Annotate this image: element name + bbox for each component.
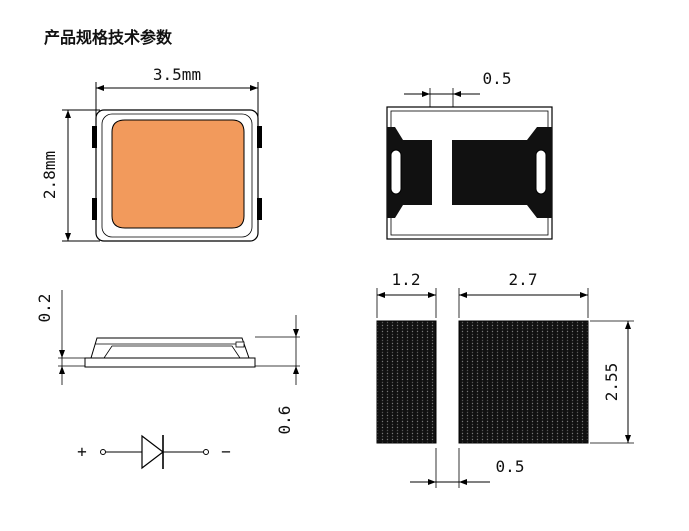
page-title: 产品规格技术参数 bbox=[44, 28, 173, 47]
bottom-gap-label: 0.5 bbox=[483, 69, 512, 88]
bottom-view: 0.5 bbox=[386, 69, 553, 240]
top-height-label: 2.8mm bbox=[40, 151, 59, 199]
pad-left-width-label: 1.2 bbox=[392, 270, 421, 289]
pad-layout: 1.2 2.7 2.55 0.5 bbox=[376, 270, 634, 488]
top-width-label: 3.5mm bbox=[153, 65, 201, 84]
plus-label: + bbox=[77, 442, 87, 461]
minus-label: − bbox=[221, 442, 231, 461]
side-bottom-label: 0.6 bbox=[275, 406, 294, 435]
pad-right bbox=[458, 320, 589, 444]
top-view: 3.5mm 2.8mm bbox=[40, 65, 262, 242]
pad-right-width-label: 2.7 bbox=[509, 270, 538, 289]
pad-left bbox=[376, 320, 437, 444]
pad-gap-label: 0.5 bbox=[496, 457, 525, 476]
side-view: 0.2 0.6 bbox=[35, 290, 300, 434]
pad-height-label: 2.55 bbox=[602, 363, 621, 402]
diode-symbol: + − bbox=[77, 434, 231, 470]
side-top-label: 0.2 bbox=[35, 294, 54, 323]
led-emitter bbox=[111, 119, 245, 229]
